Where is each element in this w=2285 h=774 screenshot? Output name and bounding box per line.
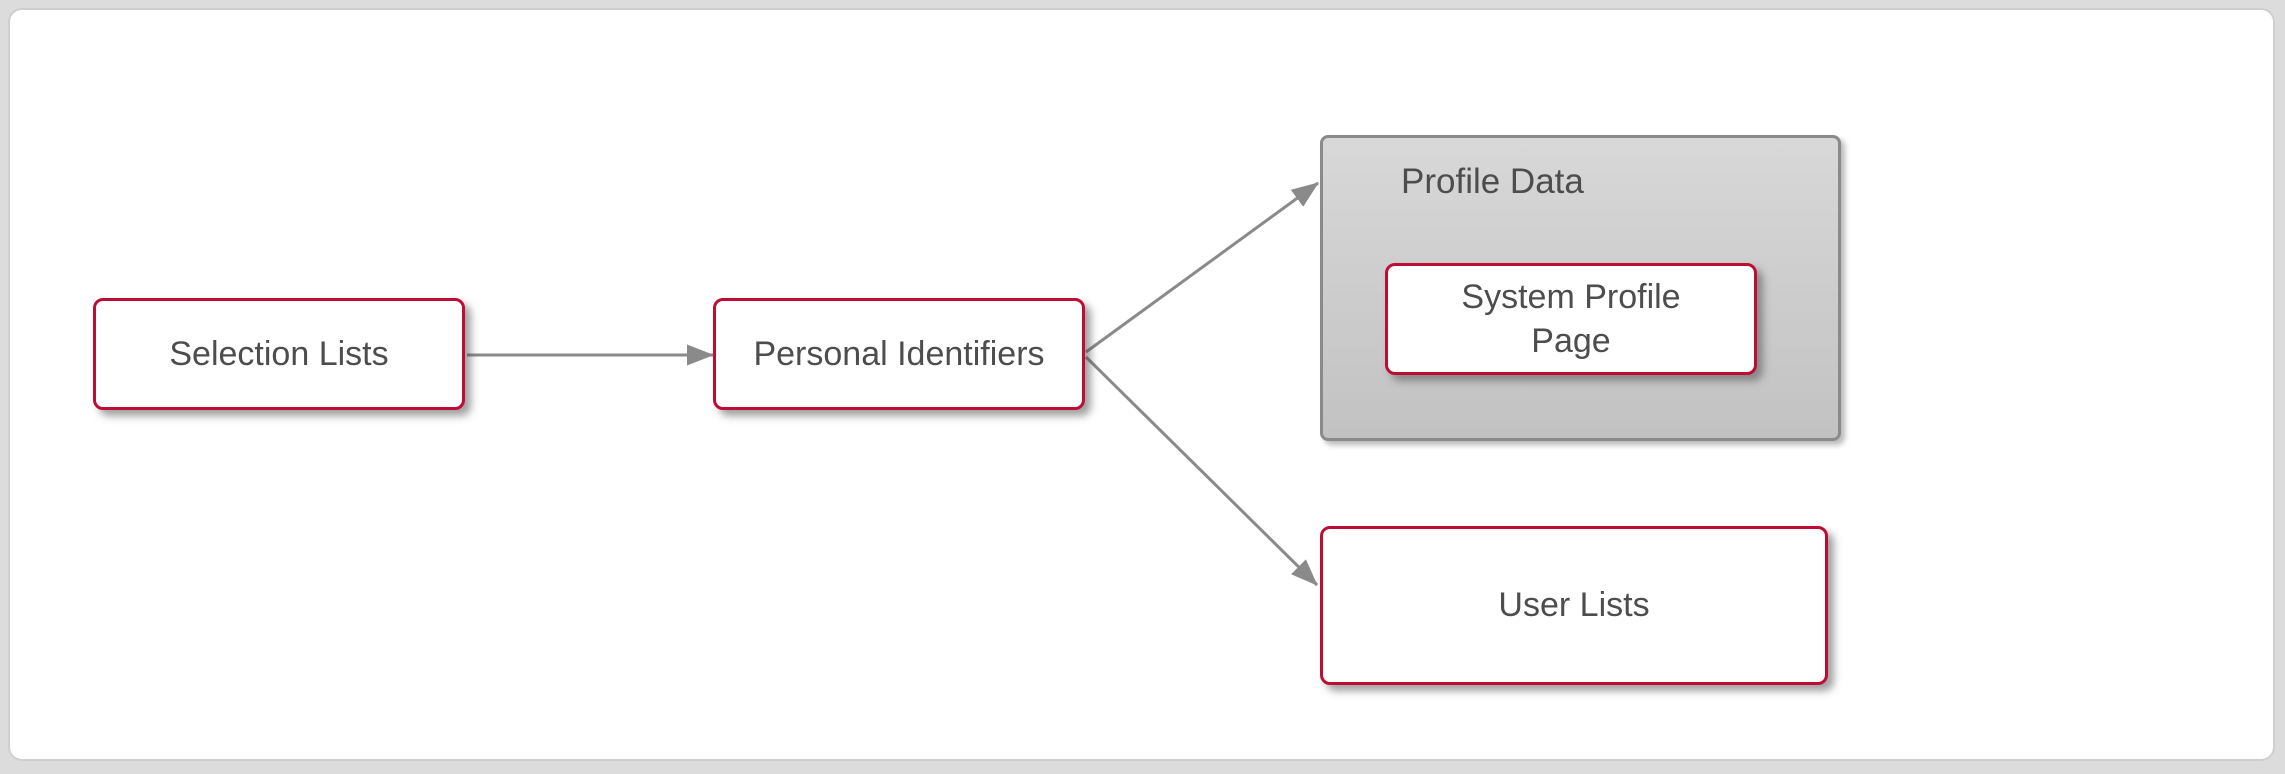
node-user-lists[interactable]: User Lists bbox=[1320, 526, 1828, 685]
node-selection-lists[interactable]: Selection Lists bbox=[93, 298, 465, 410]
node-system-profile-page[interactable]: System Profile Page bbox=[1385, 263, 1757, 375]
node-user-lists-label: User Lists bbox=[1498, 586, 1650, 625]
cluster-profile-data-label: Profile Data bbox=[1401, 162, 1584, 201]
node-personal-identifiers-label: Personal Identifiers bbox=[753, 334, 1045, 373]
node-personal-identifiers[interactable]: Personal Identifiers bbox=[713, 298, 1085, 410]
node-selection-lists-label: Selection Lists bbox=[169, 334, 389, 373]
node-system-profile-page-label: System Profile Page bbox=[1461, 277, 1681, 360]
